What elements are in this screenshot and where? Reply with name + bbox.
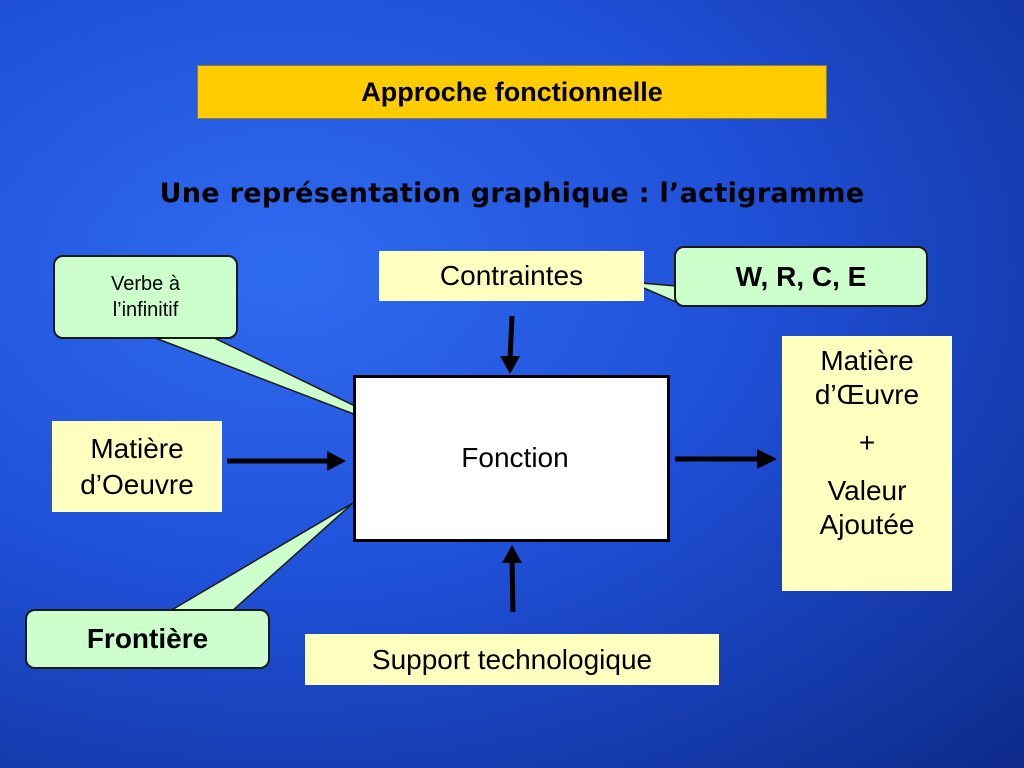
frontiere-label: Frontière [86, 623, 209, 654]
arrow-input-head [327, 451, 346, 471]
valeur-line1: Valeur [827, 475, 907, 506]
verbe-callout: Verbe à l’infinitif [53, 255, 238, 339]
slide-title: Approche fonctionnelle [361, 76, 663, 107]
contraintes-label: Contraintes [439, 260, 584, 291]
plus-sign: + [858, 427, 876, 458]
fonction-box [353, 375, 670, 542]
matiere-entree-line1: Matière [90, 432, 184, 464]
title-box: Approche fonctionnelle [197, 65, 827, 119]
arrow-support-head [502, 545, 522, 563]
matiere-sortie-line1: Matière [820, 345, 914, 376]
matiere-entree-box: Matière d’Oeuvre [52, 421, 222, 512]
wrce-callout: W, R, C, E [674, 246, 928, 307]
valeur-line2: Ajoutée [819, 509, 915, 540]
contraintes-box: Contraintes [379, 251, 644, 301]
arrow-contraintes [507, 315, 515, 361]
verbe-callout-line2: l’infinitif [112, 299, 179, 321]
matiere-sortie-line2: d’Œuvre [814, 379, 920, 410]
support-box: Support technologique [305, 634, 719, 685]
arrow-support [509, 559, 516, 613]
slide-subtitle: Une représentation graphique : l’actigra… [159, 178, 865, 209]
wrce-label: W, R, C, E [735, 260, 867, 292]
frontiere-callout: Frontière [25, 609, 270, 669]
matiere-sortie-box: Matière d’Œuvre + Valeur Ajoutée [782, 336, 952, 591]
matiere-entree-line2: d’Oeuvre [80, 468, 194, 500]
verbe-callout-line1: Verbe à [111, 273, 180, 295]
frontiere-callout-pointer [167, 502, 354, 612]
arrow-contraintes-head [500, 356, 520, 374]
fonction-label: Fonction [461, 442, 569, 473]
arrow-output-head [757, 449, 777, 469]
support-label: Support technologique [371, 643, 653, 675]
